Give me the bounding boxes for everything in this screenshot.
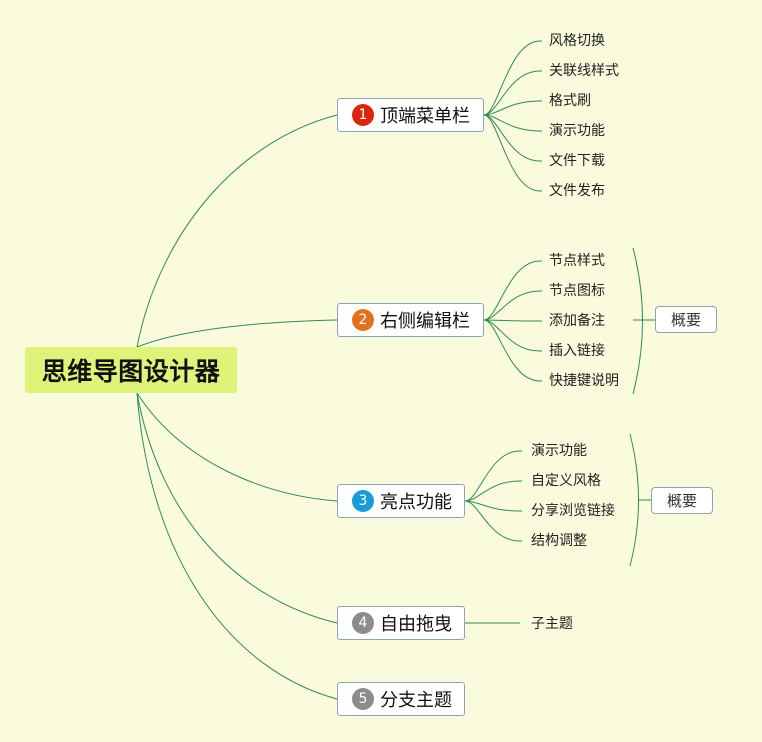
subtopic-3-1[interactable]: 演示功能 [531, 443, 587, 459]
root-topic-label: 思维导图设计器 [41, 357, 221, 386]
branch-topic-4[interactable]: 4 自由拖曳 [337, 606, 465, 640]
priority-3-icon: 3 [352, 490, 374, 512]
priority-5-icon: 5 [352, 688, 374, 710]
summary-topic-3-label: 概要 [666, 492, 697, 510]
branch-topic-5[interactable]: 5 分支主题 [337, 682, 465, 716]
subtopic-1-3[interactable]: 格式刷 [549, 93, 591, 109]
branch-topic-3-label: 亮点功能 [380, 492, 452, 513]
branch-topic-4-label: 自由拖曳 [380, 614, 452, 635]
priority-1-icon: 1 [352, 104, 374, 126]
branch-topic-2-label: 右侧编辑栏 [380, 311, 470, 332]
branch-topic-5-label: 分支主题 [380, 690, 452, 711]
branch-topic-1[interactable]: 1 顶端菜单栏 [337, 98, 484, 132]
summary-topic-2[interactable]: 概要 [655, 306, 717, 333]
subtopic-2-5[interactable]: 快捷键说明 [549, 373, 619, 389]
subtopic-2-2[interactable]: 节点图标 [549, 283, 605, 299]
subtopic-1-6[interactable]: 文件发布 [549, 183, 605, 199]
priority-4-icon: 4 [352, 612, 374, 634]
subtopic-3-2[interactable]: 自定义风格 [531, 473, 601, 489]
root-topic[interactable]: 思维导图设计器 [25, 347, 237, 393]
subtopic-2-4[interactable]: 插入链接 [549, 343, 605, 359]
subtopic-3-4[interactable]: 结构调整 [531, 533, 587, 549]
subtopic-1-5[interactable]: 文件下载 [549, 153, 605, 169]
branch-topic-2[interactable]: 2 右侧编辑栏 [337, 303, 484, 337]
subtopic-1-2[interactable]: 关联线样式 [549, 63, 619, 79]
subtopic-1-4[interactable]: 演示功能 [549, 123, 605, 139]
subtopic-1-1[interactable]: 风格切换 [549, 33, 605, 49]
subtopic-3-3[interactable]: 分享浏览链接 [531, 503, 615, 519]
summary-topic-3[interactable]: 概要 [651, 487, 713, 514]
branch-topic-3[interactable]: 3 亮点功能 [337, 484, 465, 518]
subtopic-2-1[interactable]: 节点样式 [549, 253, 605, 269]
subtopic-2-3[interactable]: 添加备注 [549, 313, 605, 329]
priority-2-icon: 2 [352, 309, 374, 331]
summary-topic-2-label: 概要 [670, 311, 701, 329]
subtopic-4-1[interactable]: 子主题 [531, 616, 573, 632]
branch-topic-1-label: 顶端菜单栏 [380, 106, 470, 127]
